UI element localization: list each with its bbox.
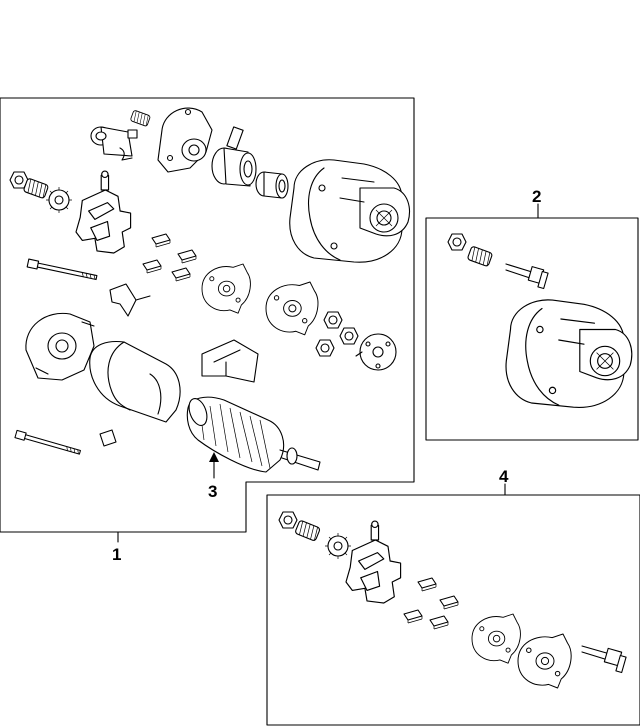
collar-part xyxy=(255,171,289,199)
rear-plate-part xyxy=(517,633,572,689)
group-2-frame xyxy=(425,217,639,441)
group-2-parts xyxy=(447,233,633,408)
brush-part xyxy=(439,595,459,610)
pinion-gear-part xyxy=(45,186,73,214)
nut-part xyxy=(315,339,335,357)
group-1-frame xyxy=(0,97,415,533)
spring-part xyxy=(466,245,494,268)
brush-part xyxy=(171,267,191,282)
bolt-part xyxy=(505,263,549,290)
brush-holder-part xyxy=(345,520,402,604)
brush-part xyxy=(177,249,197,264)
clutch-part xyxy=(211,126,257,187)
through-bolt-part xyxy=(14,429,82,457)
armature-part xyxy=(186,396,321,473)
yoke-part xyxy=(89,340,181,423)
brush-part xyxy=(429,615,449,630)
bearing-plate-part xyxy=(201,263,251,314)
spring-clip-part xyxy=(109,283,137,317)
bolt-part xyxy=(581,645,627,674)
rear-end-cap-part xyxy=(25,312,95,381)
front-cover-part xyxy=(157,107,213,173)
solenoid-plunger-part xyxy=(90,126,133,161)
nut-part xyxy=(323,311,343,329)
starter-housing-part xyxy=(289,159,411,263)
small-block-part xyxy=(99,429,117,447)
brush-part xyxy=(142,259,162,274)
pinion-gear-part xyxy=(324,532,352,560)
brush-part xyxy=(151,233,171,248)
callout-2-label: 2 xyxy=(532,187,541,206)
small-clip-part xyxy=(127,129,138,139)
nut-part xyxy=(339,327,359,345)
rear-plate-part xyxy=(265,281,319,336)
brush-holder-part xyxy=(75,170,132,254)
starter-housing-part xyxy=(505,299,633,408)
nut-part xyxy=(278,511,298,529)
nut-part xyxy=(447,233,467,251)
magnet-part xyxy=(201,339,259,383)
bearing-plate-part xyxy=(471,613,521,664)
brush-part xyxy=(403,609,423,624)
group-1-parts xyxy=(9,107,411,479)
callout-3-label: 3 xyxy=(208,482,217,501)
callout-3-arrowhead xyxy=(209,452,219,462)
spring-part xyxy=(294,519,321,542)
through-bolt-part xyxy=(26,258,98,283)
spring-part xyxy=(22,177,50,200)
small-spring-part xyxy=(129,109,151,127)
callout-1-label: 1 xyxy=(112,545,121,564)
planetary-carrier-part xyxy=(355,333,397,371)
callouts: 1 2 3 4 xyxy=(112,187,541,564)
brush-part xyxy=(417,577,437,592)
group-4-parts xyxy=(278,511,627,689)
callout-4-label: 4 xyxy=(499,467,509,486)
group-4-frame xyxy=(266,494,640,726)
